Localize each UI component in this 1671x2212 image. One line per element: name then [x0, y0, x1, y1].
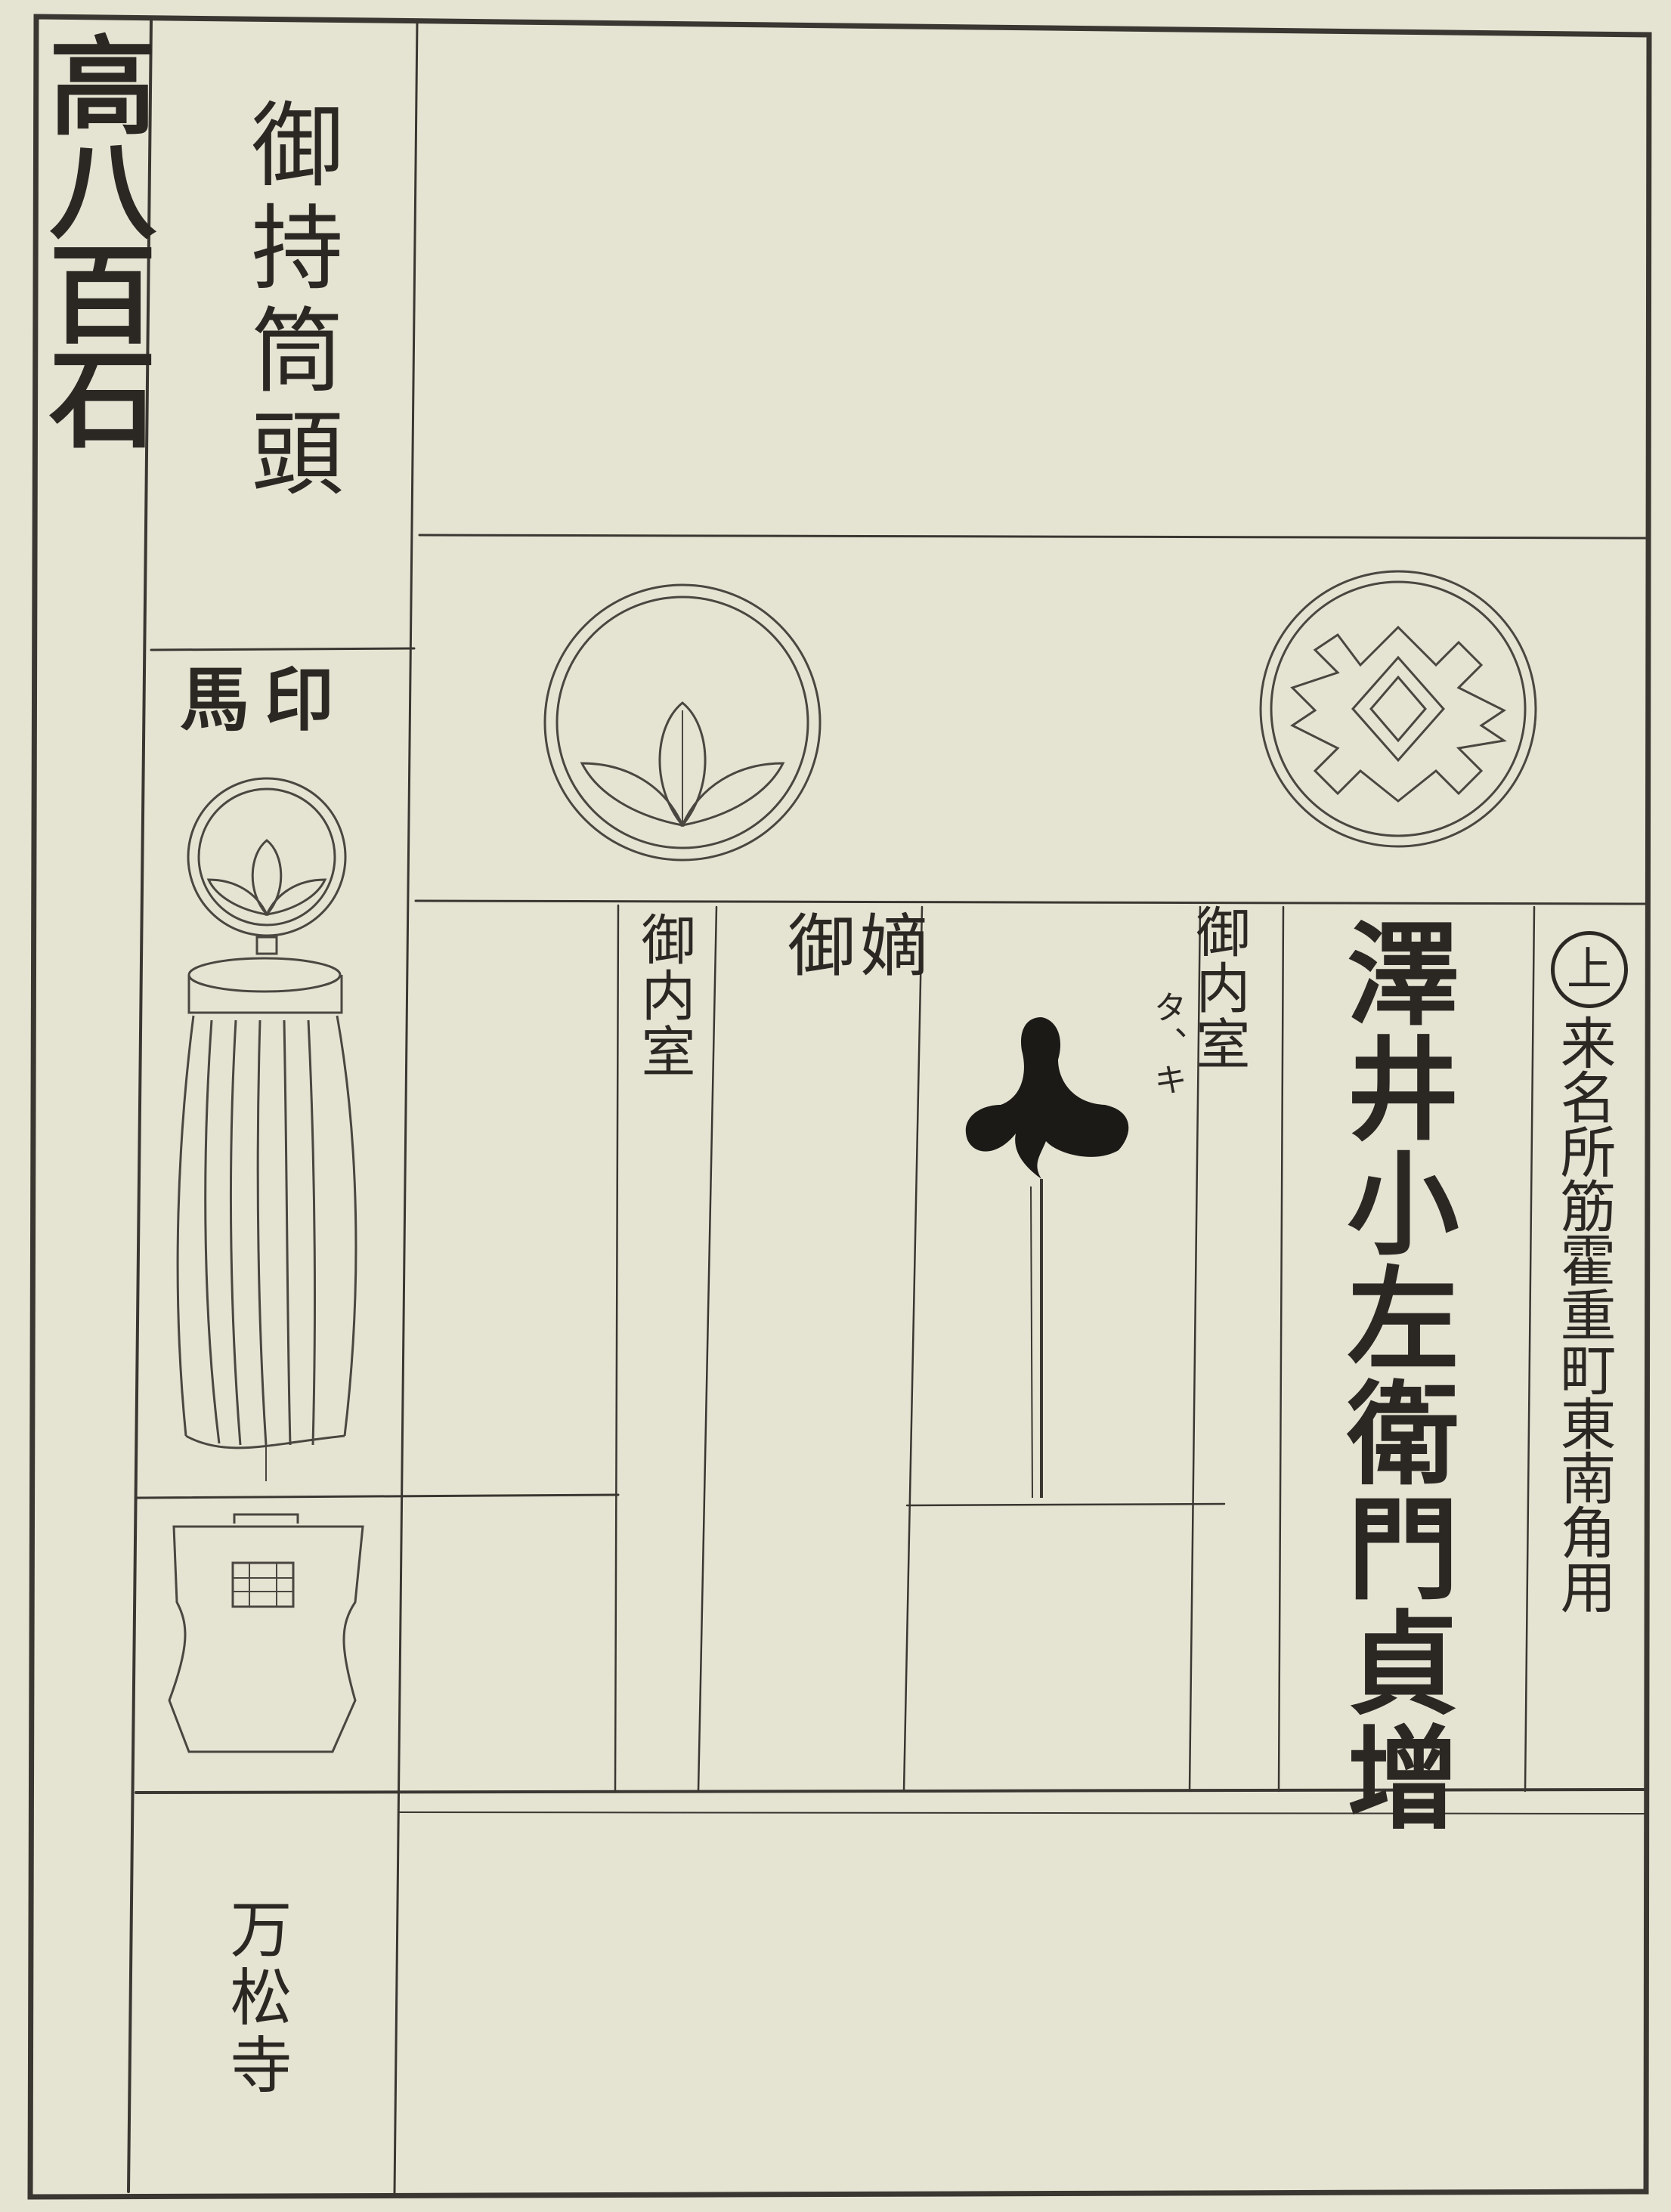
tree-annotation: タ、キ — [1148, 990, 1187, 1099]
crest-leaf-icon — [543, 583, 822, 862]
rank-label: 高八百石 — [30, 30, 156, 447]
umajirushi-standard-icon — [176, 777, 357, 1481]
title-label: 御持筒頭 — [236, 97, 343, 508]
crest-lattice-icon — [1259, 570, 1537, 848]
official-name: 澤井小左衛門貞增 — [1328, 916, 1459, 1835]
address-label: 来名所筋霍重町東南角用 — [1551, 1014, 1616, 1613]
umajirushi-label: 馬印 — [180, 659, 350, 741]
rank-mark-badge: 上 — [1551, 931, 1628, 1008]
heir-label: 御嫡 — [788, 907, 933, 986]
box-emblem-icon — [168, 1513, 364, 1753]
left-wife-label: 御内室 — [632, 911, 695, 1079]
right-wife-label: 御内室 — [1187, 904, 1250, 1072]
tree-pine-icon — [965, 1017, 1129, 1499]
temple-label: 万松寺 — [219, 1897, 291, 2101]
